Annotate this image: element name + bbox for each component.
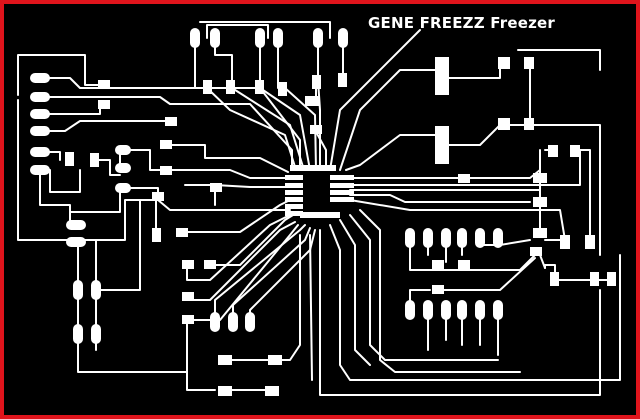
- square-pads: [65, 57, 616, 396]
- round-pads: [30, 28, 503, 344]
- board-title: GENE FREEZZ Freezer: [368, 14, 555, 32]
- chip-pads: [285, 165, 354, 218]
